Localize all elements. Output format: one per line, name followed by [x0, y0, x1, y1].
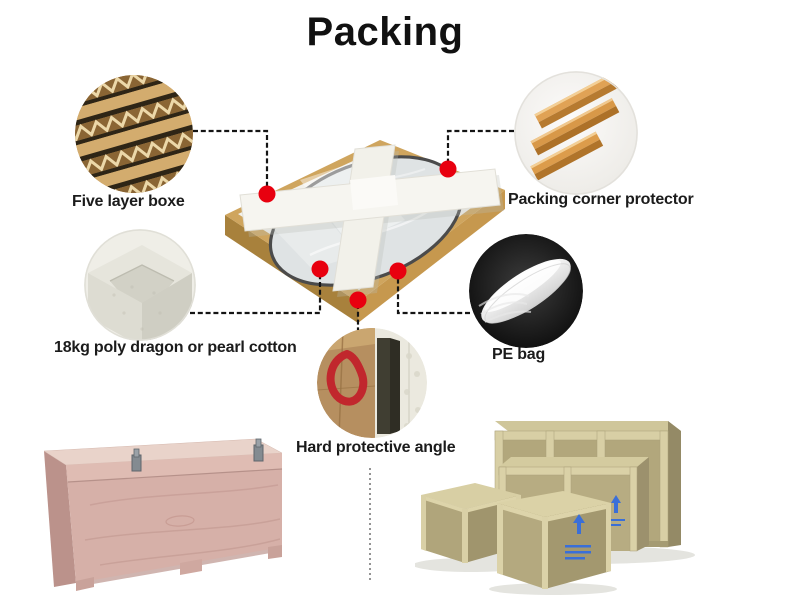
cardboard-corner-protectors-photo: [514, 71, 638, 195]
protective-angle-scene: [317, 328, 427, 438]
connector-corner-protector: [446, 129, 514, 165]
callout-label-corner-protector: Packing corner protector: [508, 191, 694, 208]
callout-dot-hard-angle: [349, 291, 367, 309]
callout-dot-five-layer: [258, 185, 276, 203]
red-strap: [326, 350, 368, 406]
callout-dot-pe-bag: [389, 262, 407, 280]
page-title: Packing: [306, 10, 464, 54]
foam-corner: [84, 229, 196, 341]
plywood-wooden-case-photo: [30, 435, 290, 595]
metal-latch: [253, 438, 264, 462]
connector-pearl-cotton: [190, 273, 322, 315]
metal-latch: [131, 448, 142, 472]
plywood-crates-group-photo: [413, 405, 790, 595]
callout-label-hard-angle: Hard protective angle: [296, 439, 456, 456]
pe-film-roll: [469, 234, 583, 348]
pearl-cotton-foam-corner-photo: [84, 229, 196, 341]
blue-shipping-mark: [565, 514, 591, 560]
callout-label-five-layer-box: Five layer boxe: [72, 193, 185, 210]
callout-dot-corner-protector: [439, 160, 457, 178]
callout-dot-pearl-cotton: [311, 260, 329, 278]
connector-pe-bag: [396, 275, 470, 315]
connector-five-layer-box: [193, 129, 269, 190]
hard-protective-angle-photo: [317, 328, 427, 438]
foam-cross: [239, 144, 504, 297]
callout-label-pe-bag: PE bag: [492, 346, 546, 363]
crate-small-front: [497, 491, 611, 589]
blue-shipping-mark: [607, 495, 625, 526]
mirror-packed-in-carton-photo: [200, 85, 530, 330]
pe-plastic-bags-photo: [469, 234, 583, 348]
corner-protectors: [514, 71, 638, 195]
callout-label-pearl-cotton: 18kg poly dragon or pearl cotton: [54, 339, 297, 356]
plywood-crates: [413, 421, 695, 595]
plywood-case: [43, 438, 283, 591]
